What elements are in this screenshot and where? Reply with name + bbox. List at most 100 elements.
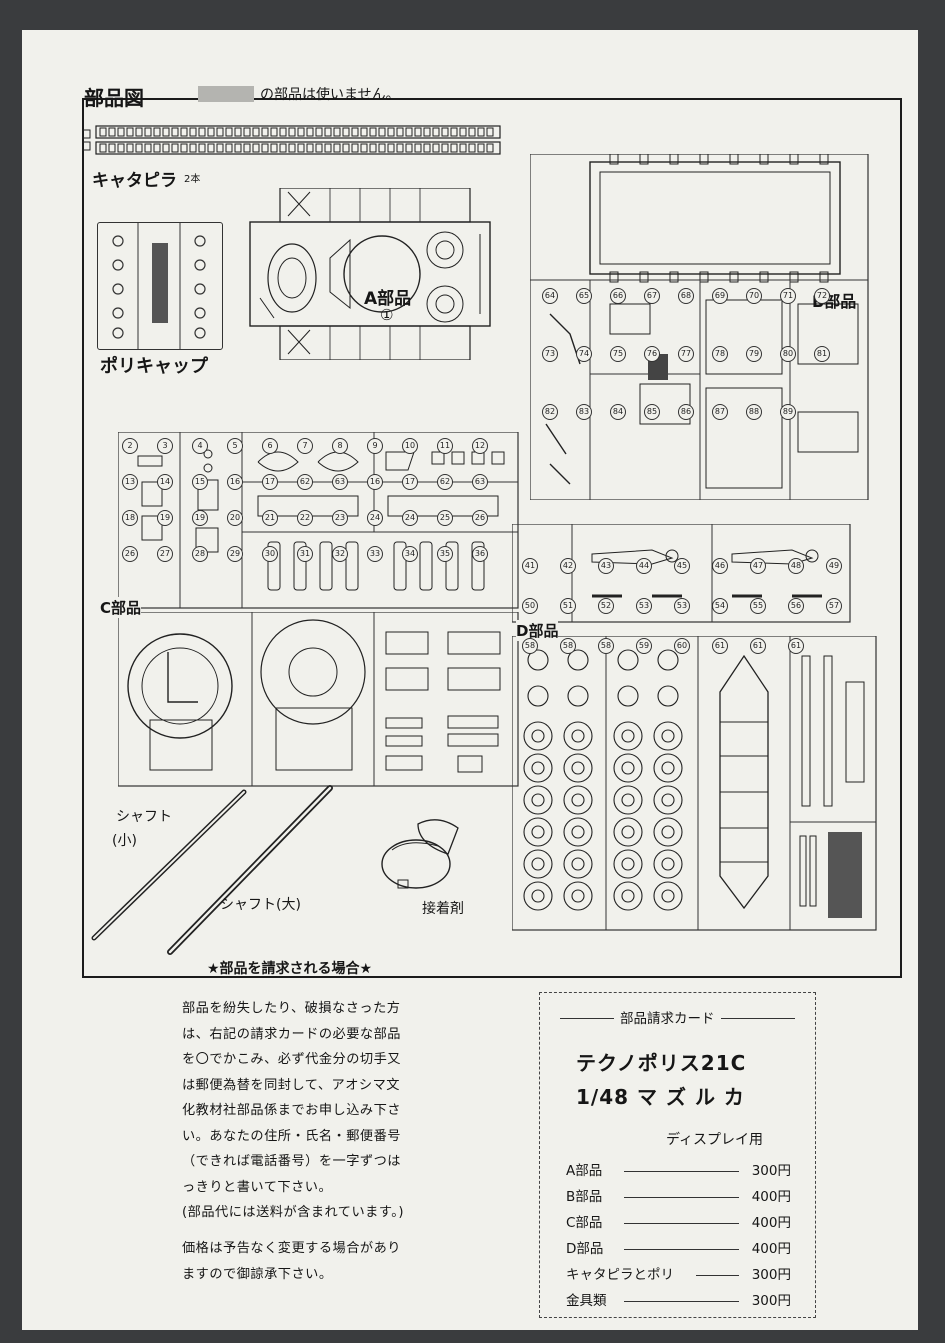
card-product-scale: 1/48 マ ズ ル カ — [576, 1085, 745, 1109]
order-info-title: ★部品を請求される場合★ — [207, 961, 373, 977]
part-number-c: 29 — [227, 546, 243, 562]
track-label: キャタピラ — [92, 171, 177, 191]
part-number-b: 68 — [678, 288, 694, 304]
part-number-c: 22 — [297, 510, 313, 526]
card-item-row: A部品 300円 — [566, 1159, 791, 1183]
part-number-d: 58 — [560, 638, 576, 654]
part-number-c: 24 — [402, 510, 418, 526]
part-number-c: 14 — [157, 474, 173, 490]
card-heading: 部品請求カード — [614, 1007, 721, 1027]
part-number-d: 61 — [788, 638, 804, 654]
part-number-c: 20 — [227, 510, 243, 526]
card-item-row: D部品 400円 — [566, 1237, 791, 1261]
order-info-line: （できれば電話番号）を一字ずつは — [182, 1154, 401, 1169]
shaft-drawing — [91, 785, 333, 955]
shaft-large-label: シャフト(大) — [220, 897, 301, 913]
order-info-line: (部品代には送料が含まれています。) — [182, 1205, 404, 1220]
part-number-c: 62 — [297, 474, 313, 490]
card-item-row: B部品 400円 — [566, 1185, 791, 1209]
part-number-c: 27 — [157, 546, 173, 562]
polycap-drawing — [112, 223, 206, 349]
part-number-c: 25 — [437, 510, 453, 526]
part-number-b: 84 — [610, 404, 626, 420]
part-number-b: 67 — [644, 288, 660, 304]
card-item-name: C部品 — [566, 1215, 603, 1231]
part-number-d: 58 — [522, 638, 538, 654]
part-number-d: 55 — [750, 598, 766, 614]
part-number-c: 33 — [367, 546, 383, 562]
part-number-c: 7 — [297, 438, 313, 454]
part-number-d: 53 — [636, 598, 652, 614]
order-info-body: 部品を紛失したり、破損なさった方 は、右記の請求カードの必要な部品 を〇でかこみ… — [182, 996, 502, 1226]
part-number-d: 57 — [826, 598, 842, 614]
part-number-b: 77 — [678, 346, 694, 362]
part-number-b: 64 — [542, 288, 558, 304]
part-number-c: 3 — [157, 438, 173, 454]
part-number-c: 26 — [472, 510, 488, 526]
part-number-c: 11 — [437, 438, 453, 454]
part-b-drawing — [529, 153, 869, 501]
card-item-name: B部品 — [566, 1189, 603, 1205]
part-number-d: 48 — [788, 558, 804, 574]
card-item-name: A部品 — [566, 1163, 603, 1179]
polycap-runner — [97, 222, 223, 350]
part-number-c: 18 — [122, 510, 138, 526]
instruction-sheet: 部品図 の部品は使いません。 キャタピラ 2本 ポリキャップ — [22, 30, 918, 1330]
part-c-label: C部品 — [100, 597, 142, 618]
part-number-b: 70 — [746, 288, 762, 304]
part-number-c: 4 — [192, 438, 208, 454]
part-number-b: 66 — [610, 288, 626, 304]
part-number-c: 30 — [262, 546, 278, 562]
part-number-c: 63 — [472, 474, 488, 490]
card-item-leader — [624, 1249, 739, 1250]
part-number-c: 6 — [262, 438, 278, 454]
card-item-price: 300円 — [751, 1293, 791, 1309]
part-c-top-drawing — [117, 431, 519, 609]
card-item-row: 金具類 300円 — [566, 1289, 791, 1313]
part-number-c: 17 — [402, 474, 418, 490]
track-quantity: 2本 — [184, 174, 201, 185]
card-item-price: 300円 — [751, 1267, 791, 1283]
part-number-b: 78 — [712, 346, 728, 362]
part-number-b: 83 — [576, 404, 592, 420]
part-number-d: 43 — [598, 558, 614, 574]
part-number-d: 60 — [674, 638, 690, 654]
part-number-c: 2 — [122, 438, 138, 454]
part-c-bottom-drawing — [117, 611, 519, 787]
part-number-c: 8 — [332, 438, 348, 454]
glue-drawing — [381, 819, 459, 889]
card-item-price: 400円 — [751, 1189, 791, 1205]
part-number-b: 69 — [712, 288, 728, 304]
part-number-d: 53 — [674, 598, 690, 614]
card-item-leader — [696, 1275, 739, 1276]
part-number-b: 85 — [644, 404, 660, 420]
part-number-c: 32 — [332, 546, 348, 562]
part-number-c: 16 — [227, 474, 243, 490]
part-number-d: 61 — [712, 638, 728, 654]
part-number-c: 34 — [402, 546, 418, 562]
part-b-runner — [529, 153, 870, 501]
glue-label: 接着剤 — [422, 901, 464, 917]
part-number-c: 24 — [367, 510, 383, 526]
part-number-d: 42 — [560, 558, 576, 574]
part-number-c: 26 — [122, 546, 138, 562]
part-number-c: 5 — [227, 438, 243, 454]
part-number-d: 61 — [750, 638, 766, 654]
card-item-price: 400円 — [751, 1241, 791, 1257]
parts-order-card: 部品請求カード テクノポリス21C 1/48 マ ズ ル カ ディスプレイ用 A… — [539, 992, 816, 1318]
order-info-line: 部品を紛失したり、破損なさった方 — [182, 1001, 401, 1016]
part-number-b: 65 — [576, 288, 592, 304]
part-number-c: 19 — [157, 510, 173, 526]
part-number-b: 86 — [678, 404, 694, 420]
part-number-b: 80 — [780, 346, 796, 362]
part-number-c: 19 — [192, 510, 208, 526]
card-item-price: 300円 — [751, 1163, 791, 1179]
part-number-c: 9 — [367, 438, 383, 454]
card-item-leader — [624, 1197, 739, 1198]
part-number-d: 51 — [560, 598, 576, 614]
card-item-leader — [624, 1171, 739, 1172]
part-d-runner-main — [511, 635, 878, 932]
part-number-b: 72 — [814, 288, 830, 304]
order-info-line: い。あなたの住所・氏名・郵便番号 — [182, 1128, 401, 1144]
part-number-c: 12 — [472, 438, 488, 454]
